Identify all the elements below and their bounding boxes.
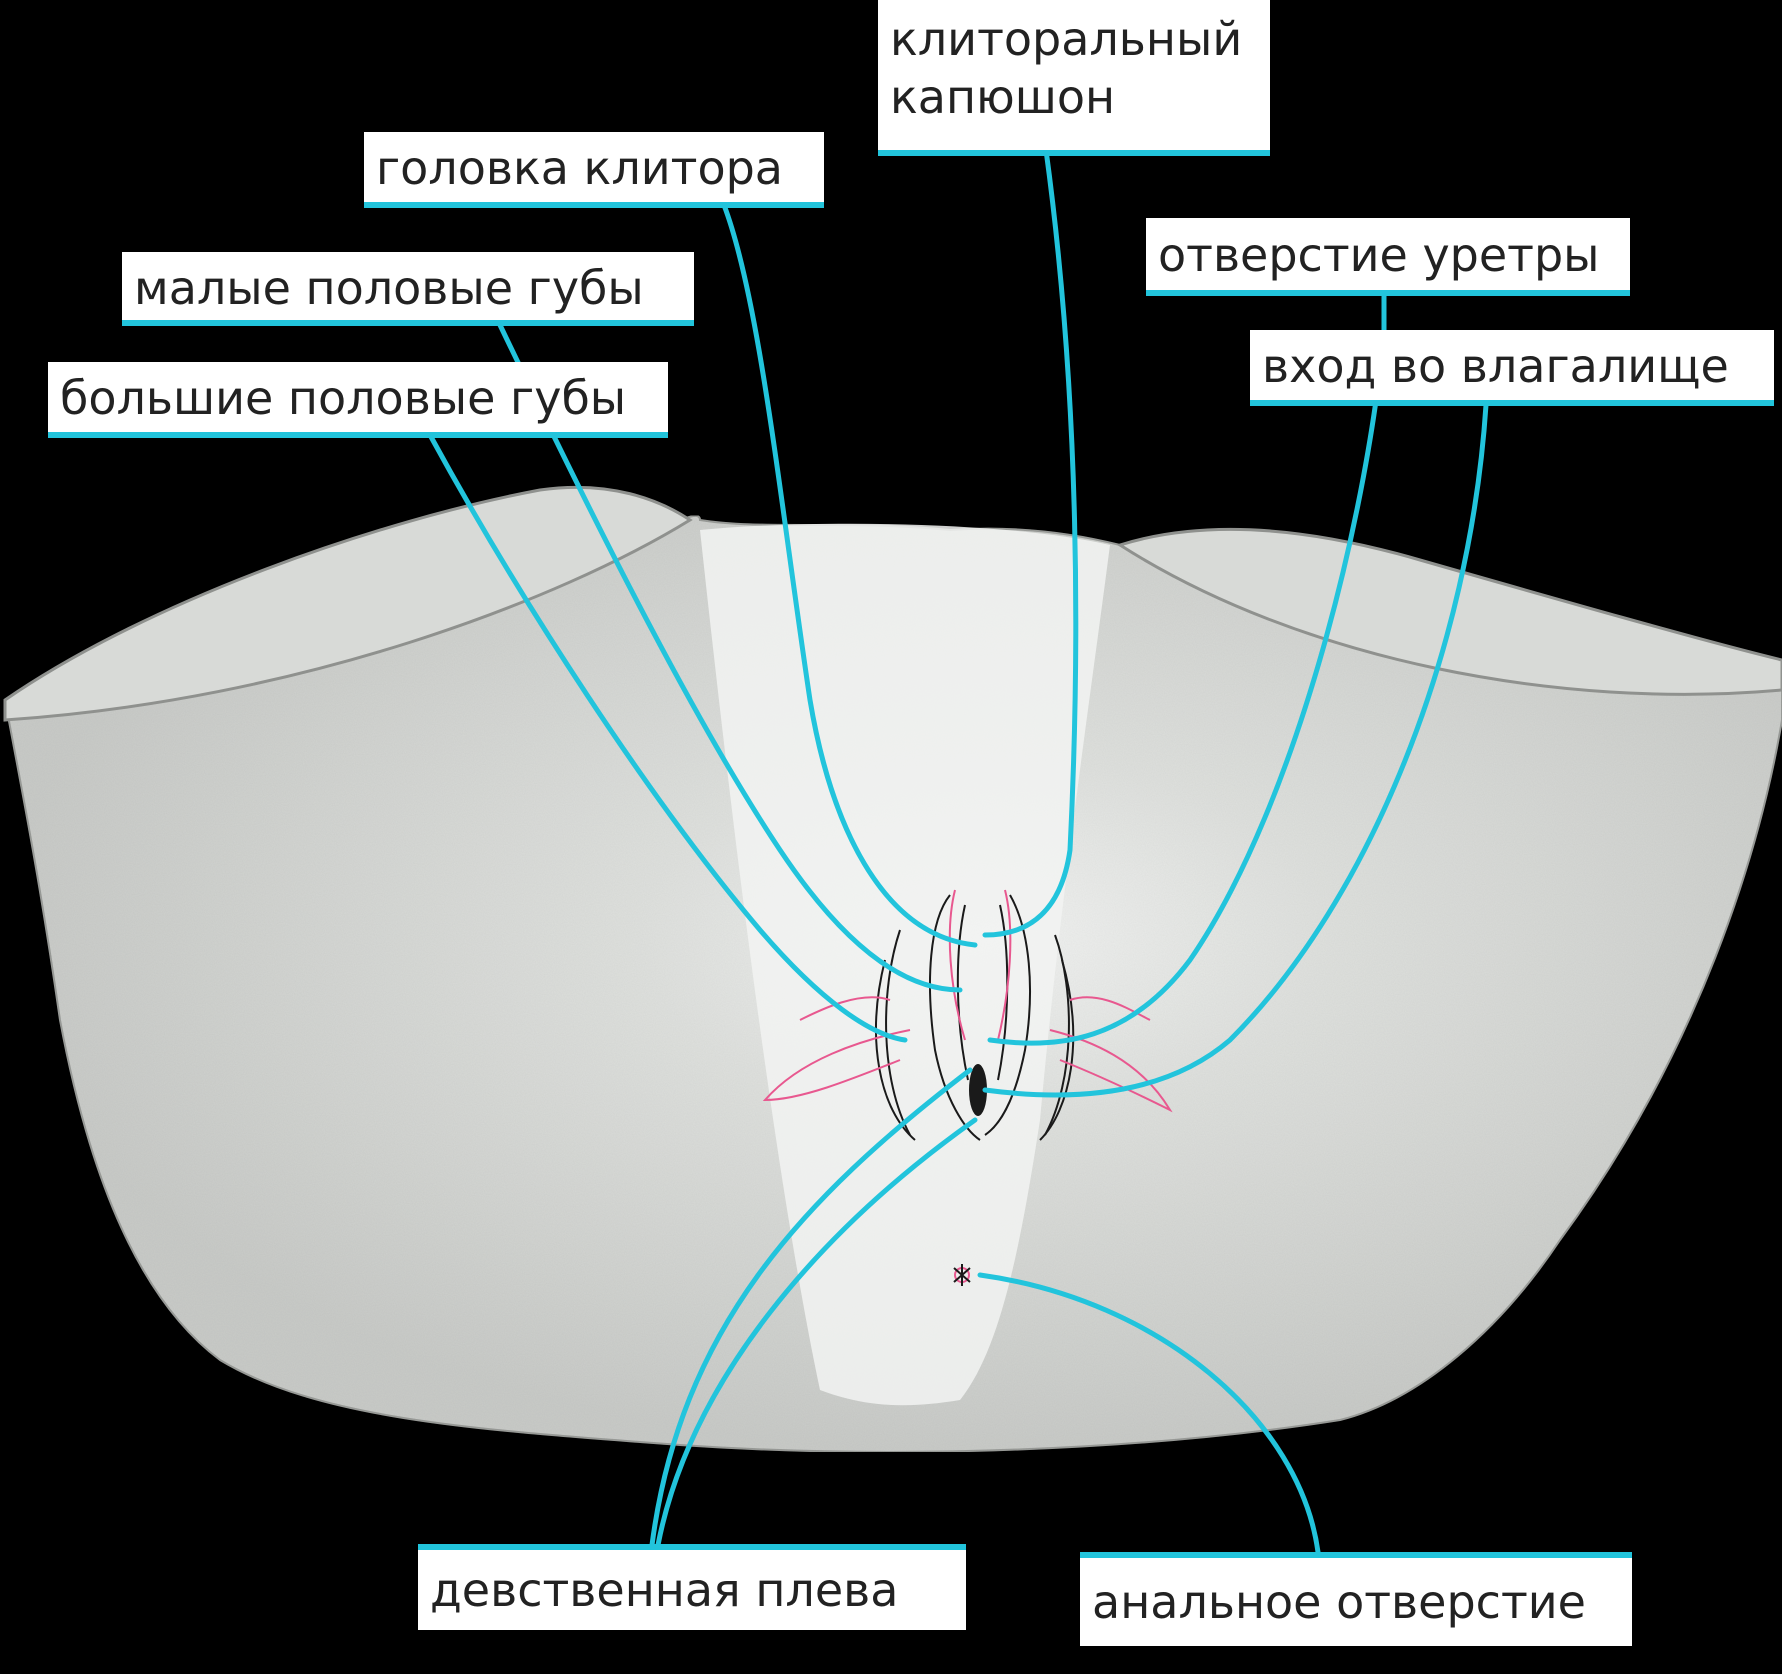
genital-sketch	[762, 889, 1173, 1286]
label-hymen: девственная плева	[418, 1550, 966, 1630]
label-clitoral-glans: головка клитора	[364, 132, 824, 204]
label-vaginal-opening: вход во влагалище	[1250, 330, 1774, 402]
label-urethral-opening: отверстие уретры	[1146, 218, 1630, 292]
underline-clitoral-glans	[364, 202, 824, 208]
label-labia-majora: большие половые губы	[48, 362, 668, 434]
leader-clitoral-glans	[721, 202, 978, 948]
underline-anus	[1080, 1552, 1632, 1558]
leader-hymen-b	[655, 1117, 978, 1548]
label-clitoral-hood: клиторальный капюшон	[878, 0, 1270, 150]
underline-labia-majora	[48, 432, 668, 438]
leader-labia-majora	[427, 432, 908, 1043]
leader-hymen-a	[649, 1067, 973, 1548]
label-labia-minora: малые половые губы	[122, 252, 694, 324]
underline-labia-minora	[122, 320, 694, 326]
left-thigh-top	[3, 485, 693, 722]
leader-anus	[977, 1272, 1321, 1555]
leader-vaginal-opening	[982, 402, 1489, 1098]
leader-urethral-opening	[987, 292, 1387, 1046]
underline-hymen	[418, 1544, 966, 1550]
underline-clitoral-hood	[878, 150, 1270, 156]
label-clitoral-hood-line2: капюшон	[890, 70, 1116, 124]
label-clitoral-hood-line1: клиторальный	[890, 12, 1243, 66]
label-anus: анальное отверстие	[1080, 1558, 1632, 1646]
central-highlight	[700, 523, 1110, 1406]
underline-urethral-opening	[1146, 290, 1630, 296]
leader-lines	[427, 147, 1489, 1555]
underline-vaginal-opening	[1250, 400, 1774, 406]
leader-clitoral-hood	[982, 147, 1079, 938]
leader-labia-minora	[497, 322, 963, 993]
